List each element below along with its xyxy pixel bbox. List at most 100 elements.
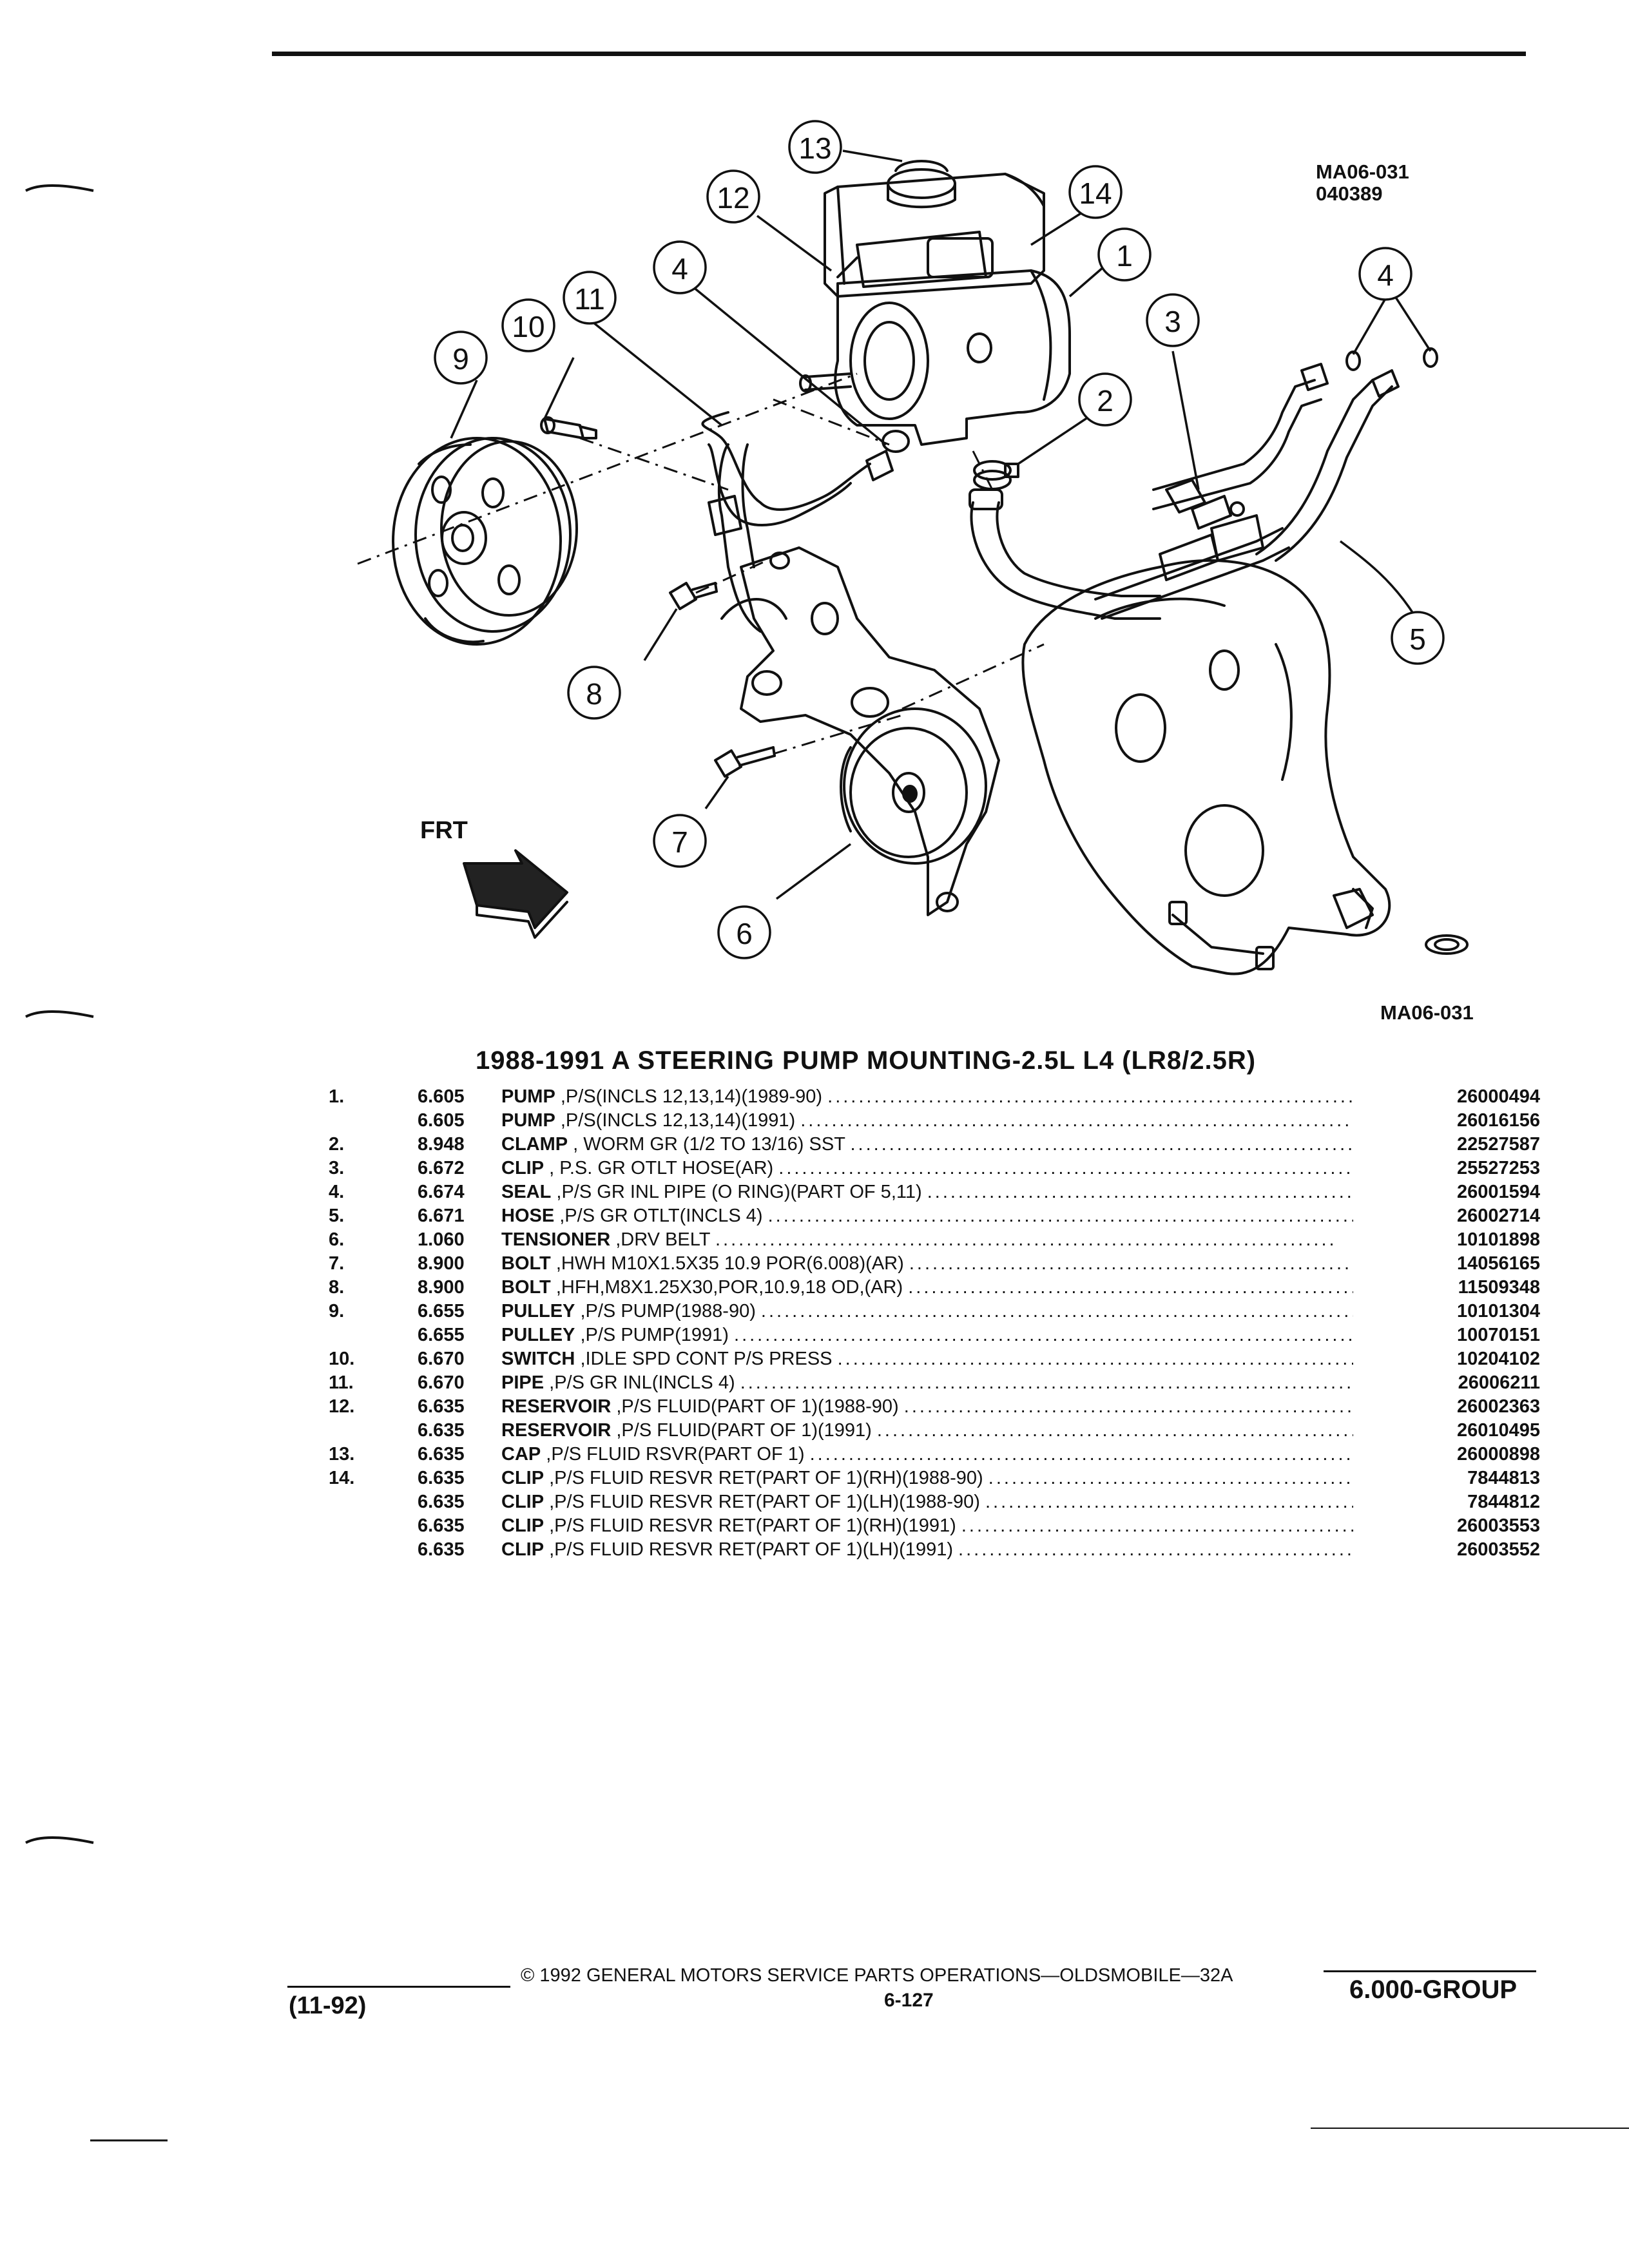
- figure-id: MA06-031 040389: [1316, 161, 1409, 205]
- part-number: 26010495: [1456, 1420, 1540, 1441]
- part-group: 6.635: [418, 1444, 465, 1465]
- part-number: 26000494: [1456, 1086, 1540, 1107]
- part-spec: ,IDLE SPD CONT P/S PRESS: [580, 1349, 833, 1369]
- pump-body: [799, 269, 1071, 446]
- group-label: 6.000-GROUP: [1349, 1975, 1518, 2004]
- callout-7: [653, 814, 707, 868]
- reservoir: [824, 160, 1045, 298]
- callout-13-label: 13: [798, 131, 831, 165]
- part-row: 6.635 CLIP ,P/S FLUID RESVR RET(PART OF 1…: [329, 1514, 1540, 1538]
- part-number: 14056165: [1456, 1253, 1540, 1274]
- part-name: BOLT: [501, 1253, 551, 1274]
- part-index: 11.: [329, 1372, 354, 1393]
- callout-9-label: 9: [452, 342, 469, 376]
- part-number: 26002363: [1456, 1396, 1540, 1417]
- callout-1: [1097, 227, 1152, 282]
- part-description: SEAL ,P/S GR INL PIPE (O RING)(PART OF 5…: [501, 1180, 1353, 1204]
- bolt-8: [669, 582, 718, 610]
- part-name: CLIP: [501, 1492, 545, 1512]
- pump-pulley: [392, 437, 578, 646]
- leader-dots: ........................................…: [903, 1396, 1353, 1417]
- part-number: 7844812: [1467, 1492, 1540, 1512]
- gm-logo: [1425, 934, 1469, 955]
- part-number: 26016156: [1456, 1110, 1540, 1131]
- callout-7-label: 7: [671, 825, 688, 859]
- part-description: CLIP ,P/S FLUID RESVR RET(PART OF 1)(LH)…: [501, 1538, 1353, 1562]
- part-number: 10101898: [1456, 1229, 1540, 1250]
- margin-marks: [25, 184, 168, 2142]
- part-description: PUMP ,P/S(INCLS 12,13,14)(1989-90) .....…: [501, 1085, 1353, 1109]
- part-description: CLIP , P.S. GR OTLT HOSE(AR) ...........…: [501, 1157, 1353, 1180]
- part-number: 26003553: [1456, 1515, 1540, 1536]
- tensioner-pulley: [840, 707, 987, 865]
- part-name: RESERVOIR: [501, 1396, 612, 1417]
- leader-dots: ........................................…: [767, 1206, 1353, 1226]
- leader-dots: ........................................…: [800, 1110, 1353, 1131]
- part-index: 8.: [329, 1277, 345, 1298]
- part-group: 8.948: [418, 1134, 465, 1155]
- part-group: 1.060: [418, 1229, 465, 1250]
- part-spec: ,P/S FLUID RSVR(PART OF 1): [546, 1444, 805, 1465]
- leader-dots: ........................................…: [740, 1372, 1353, 1393]
- part-spec: ,P/S FLUID RESVR RET(PART OF 1)(RH)(1991…: [549, 1515, 956, 1536]
- pressure-switch: [540, 416, 597, 439]
- part-spec: ,P/S FLUID RESVR RET(PART OF 1)(LH)(1991…: [549, 1539, 953, 1560]
- callout-3-label: 3: [1164, 305, 1181, 338]
- callout-2: [1078, 372, 1132, 427]
- callout-8-label: 8: [586, 677, 602, 711]
- worm-clamp: [973, 460, 1019, 490]
- part-spec: ,P/S GR INL(INCLS 4): [549, 1372, 735, 1393]
- inlet-pipe: [701, 411, 894, 633]
- part-spec: , P.S. GR OTLT HOSE(AR): [549, 1158, 774, 1178]
- part-index: 10.: [329, 1349, 355, 1369]
- part-description: CLIP ,P/S FLUID RESVR RET(PART OF 1)(RH)…: [501, 1466, 1353, 1490]
- leader-dots: ........................................…: [760, 1301, 1353, 1321]
- callout-4-label: 4: [671, 252, 688, 285]
- part-number: 10070151: [1456, 1325, 1540, 1345]
- part-index: 4.: [329, 1182, 345, 1202]
- page-number: 6-127: [884, 1990, 934, 2011]
- part-number: 11509348: [1458, 1277, 1540, 1298]
- part-spec: ,P/S GR INL PIPE (O RING)(PART OF 5,11): [556, 1182, 922, 1202]
- callout-12: [706, 169, 760, 224]
- part-description: PULLEY ,P/S PUMP(1991) .................…: [501, 1323, 1353, 1347]
- part-spec: ,DRV BELT: [615, 1229, 710, 1250]
- part-name: CLIP: [501, 1158, 545, 1178]
- part-spec: ,HWH M10X1.5X35 10.9 POR(6.008)(AR): [555, 1253, 904, 1274]
- callout-5-label: 5: [1409, 622, 1426, 656]
- part-group: 6.605: [418, 1110, 465, 1131]
- part-description: SWITCH ,IDLE SPD CONT P/S PRESS ........…: [501, 1347, 1353, 1371]
- part-spec: ,HFH,M8X1.25X30,POR,10.9,18 OD,(AR): [555, 1277, 903, 1298]
- part-group: 6.635: [418, 1396, 465, 1417]
- part-name: PUMP: [501, 1110, 555, 1131]
- part-name: CLIP: [501, 1515, 545, 1536]
- part-index: 7.: [329, 1253, 345, 1274]
- part-group: 6.635: [418, 1515, 465, 1536]
- part-description: TENSIONER ,DRV BELT ....................…: [501, 1228, 1353, 1252]
- part-spec: , WORM GR (1/2 TO 13/16) SST: [573, 1134, 845, 1155]
- part-number: 10101304: [1456, 1301, 1540, 1321]
- part-description: PULLEY ,P/S PUMP(1988-90) ..............…: [501, 1300, 1353, 1323]
- part-spec: ,P/S GR OTLT(INCLS 4): [559, 1206, 763, 1226]
- part-group: 6.635: [418, 1420, 465, 1441]
- part-number: 7844813: [1467, 1468, 1540, 1488]
- callout-14-label: 14: [1079, 177, 1112, 210]
- part-group: 6.655: [418, 1301, 465, 1321]
- part-index: 9.: [329, 1301, 345, 1321]
- part-spec: ,P/S FLUID RESVR RET(PART OF 1)(LH)(1988…: [549, 1492, 980, 1512]
- leader-dots: ........................................…: [778, 1158, 1353, 1178]
